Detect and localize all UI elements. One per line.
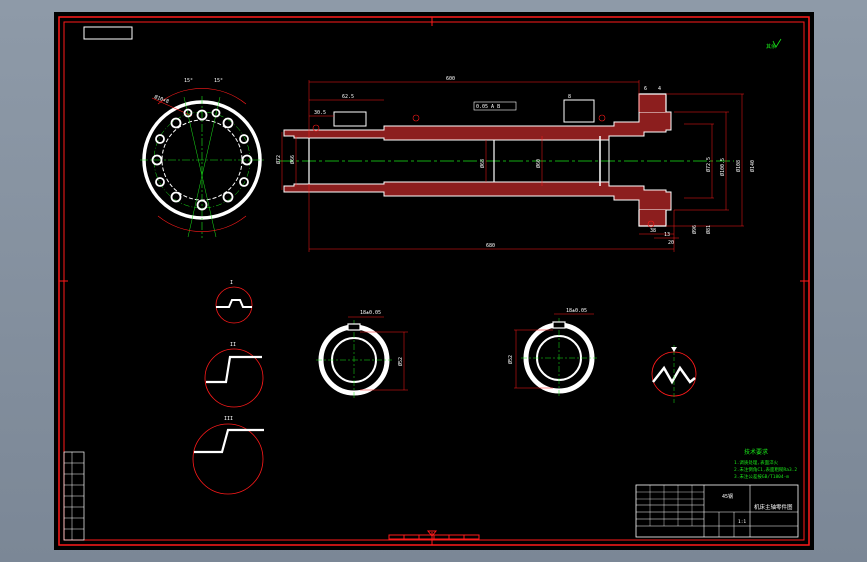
svg-text:I: I <box>230 280 233 286</box>
revision-table <box>63 451 85 541</box>
dim-right-top-b: 6 <box>644 86 647 92</box>
main-dimension-labels: 600 62.5 30.5 0.05 A B 8 6 4 Ø72 Ø66 Ø68… <box>275 76 756 249</box>
title-block: 45钢 机床主轴零件图 1:1 <box>635 484 799 538</box>
dim-bottom-right-c: 20 <box>668 240 674 246</box>
bottom-ruler <box>388 530 480 540</box>
ring-section-right: 18±0.05 Ø52 <box>507 308 597 398</box>
tech-req-line-1: 1.调质处理,表面淬火 <box>734 459 779 466</box>
dim-right-dia-d: Ø140 <box>749 160 756 172</box>
drawing-canvas: 其余 Ø10×8 15° 15° <box>58 16 810 546</box>
flange-end-view: Ø10×8 15° 15° <box>140 78 266 238</box>
dim-bottom-right-b: 13 <box>664 232 670 238</box>
ring-left-dia: Ø52 <box>397 357 404 366</box>
drawing-name: 机床主轴零件图 <box>754 503 793 511</box>
dim-bottom-overall: 680 <box>486 243 495 249</box>
ring-section-left: 18±0.05 Ø52 <box>316 310 408 400</box>
ring-left-label: 18±0.05 <box>360 310 381 316</box>
dim-left-dia-b: Ø66 <box>289 155 296 164</box>
detail-view-2: II <box>204 342 264 408</box>
dim-left-dia-a: Ø72 <box>275 155 282 164</box>
tech-req-title: 技术要求 <box>744 448 768 456</box>
ring-right-label: 18±0.05 <box>566 308 587 314</box>
dim-left-top: 62.5 <box>342 94 354 100</box>
tech-requirements: 技术要求 1.调质处理,表面淬火 2.未注倒角C1,表面粗糙Ra3.2 3.未注… <box>734 448 797 480</box>
svg-text:15°: 15° <box>214 78 223 84</box>
tech-req-line-3: 3.未注公差按GB/T1804-m <box>734 473 789 480</box>
roughness-note-text: 其余 <box>766 43 776 50</box>
ring-right-dia: Ø52 <box>507 355 514 364</box>
dim-mid-dia-b: Ø60 <box>535 159 542 168</box>
dim-overall-top: 600 <box>446 76 455 82</box>
svg-text:Ø10×8: Ø10×8 <box>153 93 170 105</box>
dim-bottom-right-a: 38 <box>650 228 656 234</box>
roughness-symbol-icon <box>772 38 782 48</box>
outer-frame <box>58 16 810 546</box>
dim-right-dia-c: Ø108 <box>735 160 742 172</box>
dim-right-dia-a: Ø72.5 <box>705 157 712 172</box>
dim-left-small: 30.5 <box>314 110 326 116</box>
tech-req-line-2: 2.未注倒角C1,表面粗糙Ra3.2 <box>734 466 797 473</box>
dim-mid-dia-a: Ø68 <box>479 159 486 168</box>
dim-right-dia-b: Ø100.5 <box>719 158 726 176</box>
drawing-sheet: 其余 Ø10×8 15° 15° <box>54 12 814 550</box>
inner-frame <box>63 21 805 541</box>
svg-text:III: III <box>224 416 233 422</box>
drawing-number-box <box>83 26 133 40</box>
dim-right-top-c: 4 <box>658 86 661 92</box>
dim-tolerance: 0.05 A B <box>476 104 500 110</box>
scale-label: 1:1 <box>738 519 746 525</box>
dim-right-top-a: 8 <box>568 94 571 100</box>
material-label: 45钢 <box>722 493 733 500</box>
tolerance-frame <box>473 101 517 111</box>
roughness-note: 其余 <box>766 38 782 50</box>
dim-right-dia-f: Ø81 <box>705 225 712 234</box>
detail-view-3: III <box>192 416 264 495</box>
dim-right-dia-e: Ø96 <box>691 225 698 234</box>
svg-text:II: II <box>230 342 236 348</box>
svg-text:15°: 15° <box>184 78 193 84</box>
spline-detail <box>651 345 697 404</box>
shaft-main-view <box>279 80 744 252</box>
detail-view-1: I <box>215 280 253 324</box>
